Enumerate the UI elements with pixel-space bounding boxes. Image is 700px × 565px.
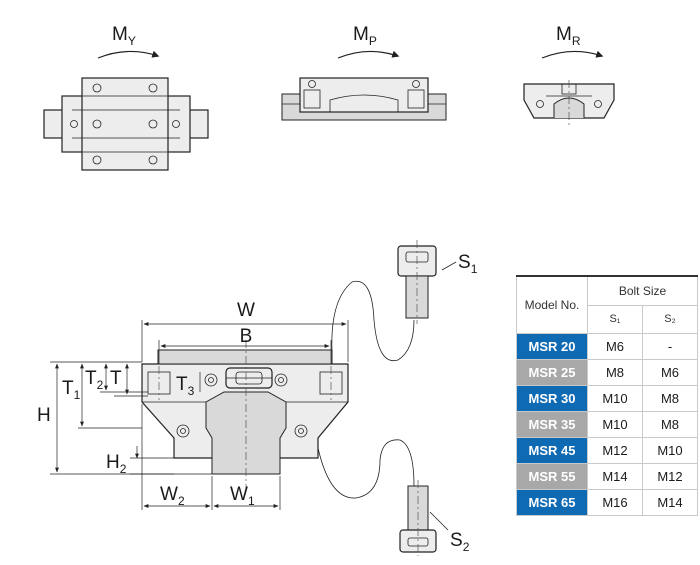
s1-cell: M14 [587, 463, 643, 490]
s1-column-header: S₁ [587, 304, 643, 334]
model-cell: MSR 65 [516, 489, 588, 516]
moment-mp-diagram: MP [281, 24, 447, 121]
model-cell: MSR 20 [516, 333, 588, 360]
bolt-size-header: Bolt Size [587, 275, 698, 306]
moment-mp-label: MP [353, 24, 377, 48]
bolt-s1-diagram: S1 [397, 240, 478, 324]
rotation-arrow [541, 50, 604, 59]
s1-cell: M10 [587, 385, 643, 412]
table-row: MSR 65 M16 M14 [516, 489, 698, 516]
s2-column-header: S₂ [642, 304, 698, 334]
model-no-header: Model No. [516, 275, 588, 334]
moment-mr-label: MR [556, 24, 581, 48]
s2-cell: M12 [642, 463, 698, 490]
side-view-block [281, 77, 447, 121]
s2-cell: M8 [642, 411, 698, 438]
model-cell: MSR 45 [516, 437, 588, 464]
bolt-s2-diagram: S2 [399, 480, 470, 556]
model-cell: MSR 30 [516, 385, 588, 412]
grease-nipple [225, 367, 273, 389]
table-row: MSR 30 M10 M8 [516, 385, 698, 412]
dim-w-label: W [237, 300, 255, 321]
s2-cell: - [642, 333, 698, 360]
s2-cell: M14 [642, 489, 698, 516]
s2-cell: M8 [642, 385, 698, 412]
s2-cell: M10 [642, 437, 698, 464]
top-view-block [43, 77, 209, 171]
table-row: MSR 35 M10 M8 [516, 411, 698, 438]
bolt-s1-label: S1 [458, 252, 478, 276]
dim-t1-label: T1 [62, 378, 81, 402]
front-view-block [523, 80, 615, 128]
model-cell: MSR 25 [516, 359, 588, 386]
connector-line [331, 280, 415, 362]
dim-t3-label: T3 [176, 374, 195, 398]
bolt-s2-label: S2 [450, 530, 470, 554]
table-row: MSR 25 M8 M6 [516, 359, 698, 386]
dim-h2-label: H2 [106, 452, 127, 476]
connector-line [317, 439, 415, 499]
s1-cell: M12 [587, 437, 643, 464]
moment-my-label: MY [112, 24, 136, 48]
s2-cell: M6 [642, 359, 698, 386]
dim-b-label: B [240, 326, 253, 347]
s1-cell: M6 [587, 333, 643, 360]
dim-w2-label: W2 [160, 484, 185, 508]
table-row: MSR 45 M12 M10 [516, 437, 698, 464]
dim-t2-label: T2 [85, 368, 104, 392]
s1-cell: M16 [587, 489, 643, 516]
table-row: MSR 55 M14 M12 [516, 463, 698, 490]
s1-cell: M10 [587, 411, 643, 438]
table-row: MSR 20 M6 - [516, 333, 698, 360]
dim-t-label: T [110, 368, 122, 389]
s1-cell: M8 [587, 359, 643, 386]
rotation-arrow [337, 50, 400, 59]
moment-mr-diagram: MR [523, 24, 615, 128]
cross-section-diagram: W B H T1 T2 T T3 H2 [37, 280, 415, 510]
bolt-size-table: Model No. Bolt Size S₁ S₂ MSR 20 M6 - MS… [516, 275, 698, 516]
model-cell: MSR 35 [516, 411, 588, 438]
rotation-arrow [97, 50, 160, 59]
moment-my-diagram: MY [43, 24, 209, 171]
dim-w1-label: W1 [230, 484, 255, 508]
model-cell: MSR 55 [516, 463, 588, 490]
dim-h-label: H [37, 405, 51, 426]
